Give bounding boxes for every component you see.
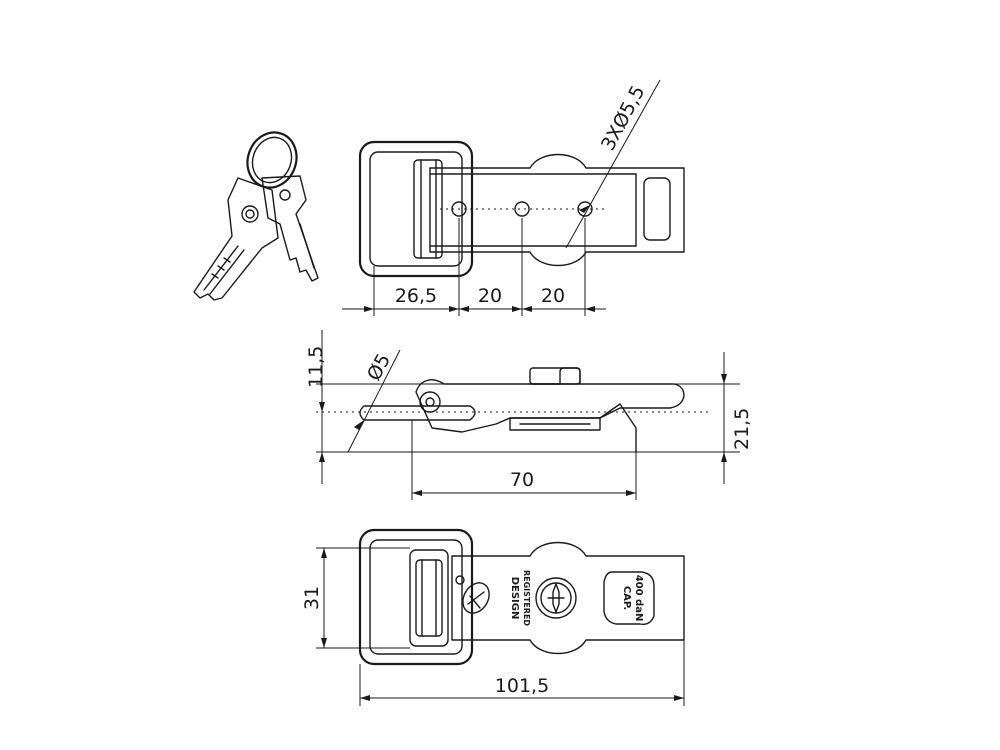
registered-mark [455,575,465,585]
registered-text: REGISTERED [522,570,531,626]
dim-26-5: 26,5 [395,285,437,307]
hinge-roller-bottom [409,549,449,647]
dim-31: 31 [301,586,323,610]
wire-bail-outer [358,140,474,278]
keys-illustration [193,131,319,301]
keyhole-slot [552,583,560,613]
back-key [261,175,319,282]
side-view: 11,5 21,5 Ø5 70 [305,330,753,500]
mount-hole-2 [514,201,530,217]
dim-20-a: 20 [478,285,502,307]
lever-plate [429,153,685,267]
lever-side [415,367,685,433]
catch-side [599,403,637,453]
bottom-view: DESIGN REGISTERED CAP. 400 daN 31 101,5 [301,528,685,706]
latch-slot [643,177,671,241]
lock-cylinder-side [529,367,581,385]
dim-dia-5: Ø5 [363,350,395,384]
dim-70: 70 [510,469,534,491]
keyhole-outer [535,577,577,619]
wire-bail-outer-bottom [358,528,474,666]
base-plate-side [509,417,601,431]
cap-value: 400 daN [633,575,644,622]
wire-bail-inner [369,151,463,267]
dim-21-5: 21,5 [731,408,753,450]
dim-holes: 3XØ5,5 [597,82,649,154]
front-key [193,177,279,301]
capacity-tab [603,571,655,626]
bail-wire-side [359,405,476,421]
top-view: 26,5 20 20 3XØ5,5 [342,79,685,316]
dim-11-5: 11,5 [305,346,327,388]
brand-logo [462,582,490,614]
dim-101-5: 101,5 [495,675,549,697]
design-text: DESIGN [509,577,520,620]
cap-label: CAP. [621,586,632,610]
dim-20-b: 20 [541,285,565,307]
lever-plate-bottom [451,541,685,655]
hinge-pin-side [419,391,441,413]
